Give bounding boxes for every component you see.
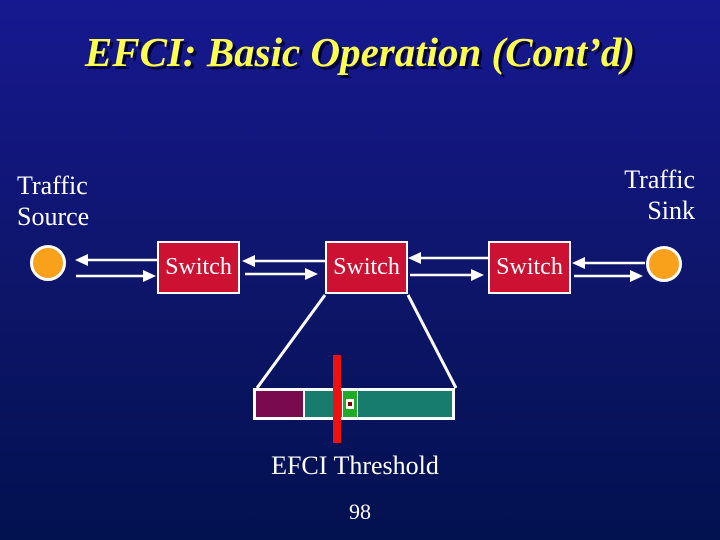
traffic-source-label: Traffic Source: [17, 171, 90, 232]
traffic-source-circle-icon: [30, 245, 66, 281]
buffer-occupied-segment: [256, 391, 305, 417]
forward-arrow-3-icon: [410, 269, 484, 281]
buffer-queue-bar: [253, 388, 455, 420]
buffer-zoom-line-left: [255, 294, 327, 389]
switch-box-2: Switch: [325, 241, 408, 294]
forward-arrow-4-icon: [574, 270, 643, 282]
switch-3-label: Switch: [496, 254, 563, 280]
efci-threshold-label: EFCI Threshold: [271, 451, 439, 480]
switch-1-label: Switch: [165, 254, 232, 280]
switch-box-3: Switch: [488, 241, 571, 294]
backward-arrow-1-icon: [75, 254, 157, 266]
page-number: 98: [349, 499, 371, 524]
buffer-zoom-line-right: [406, 294, 458, 389]
cell-marker-dot-icon: [348, 402, 352, 406]
efci-marked-cell: [342, 391, 358, 417]
backward-arrow-3-icon: [408, 252, 488, 264]
switch-box-1: Switch: [157, 241, 240, 294]
forward-arrow-1-icon: [76, 270, 156, 282]
backward-arrow-2-icon: [242, 255, 325, 267]
backward-arrow-4-icon: [572, 257, 645, 269]
slide-title: EFCI: Basic Operation (Cont’d): [84, 29, 636, 75]
traffic-sink-circle-icon: [646, 246, 682, 282]
cell-marker-icon: [346, 399, 354, 409]
efci-threshold-line: [333, 355, 341, 443]
forward-arrow-2-icon: [245, 268, 318, 280]
switch-2-label: Switch: [333, 254, 400, 280]
traffic-sink-label: Traffic Sink: [624, 165, 695, 226]
